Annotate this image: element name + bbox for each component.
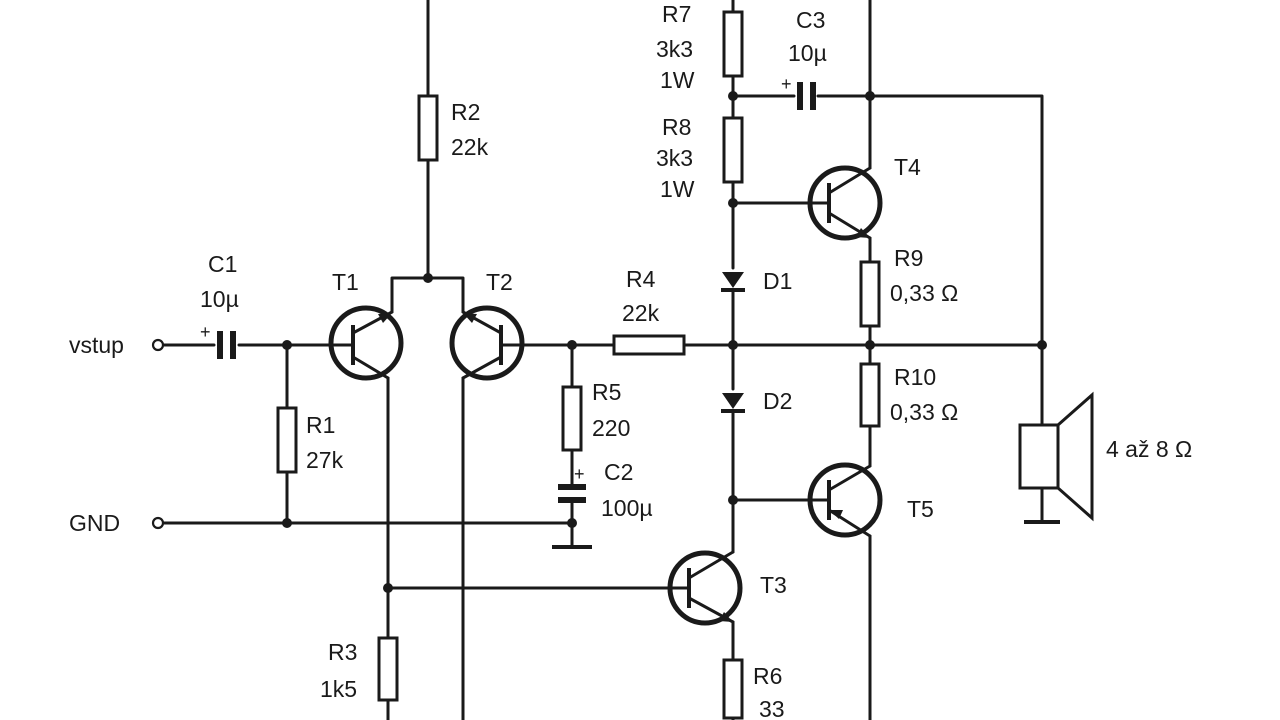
resistor-r3	[377, 636, 399, 702]
r5-value: 220	[592, 415, 630, 441]
resistor-r7	[722, 10, 744, 78]
d1-name: D1	[763, 268, 792, 294]
ground-label: GND	[69, 510, 120, 536]
r3-name: R3	[328, 639, 357, 665]
r8-value: 3k3	[656, 145, 693, 171]
r2-name: R2	[451, 99, 480, 125]
r3-value: 1k5	[320, 676, 357, 702]
capacitor-c1	[217, 331, 236, 359]
t2-name: T2	[486, 269, 513, 295]
c1-value: 10µ	[200, 286, 239, 312]
resistor-r9	[859, 260, 881, 328]
wiring	[161, 0, 1060, 720]
transistor-t4	[807, 165, 883, 241]
input-terminal	[151, 338, 165, 352]
junction-nodes	[282, 91, 1047, 593]
r6-name: R6	[753, 663, 782, 689]
resistor-r8	[722, 116, 744, 184]
r5-name: R5	[592, 379, 621, 405]
r7-name: R7	[662, 1, 691, 27]
c2-name: C2	[604, 459, 633, 485]
speaker-icon	[1018, 391, 1094, 522]
input-label: vstup	[69, 332, 124, 358]
diode-d2	[721, 393, 745, 413]
r4-name: R4	[626, 266, 656, 292]
resistor-r5	[561, 385, 583, 452]
resistor-r6	[722, 658, 744, 720]
resistor-r4	[612, 334, 686, 356]
r1-name: R1	[306, 412, 335, 438]
r10-name: R10	[894, 364, 936, 390]
r8-power: 1W	[660, 176, 695, 202]
resistor-r2	[417, 94, 439, 162]
t5-name: T5	[907, 496, 934, 522]
r6-value: 33	[759, 696, 785, 720]
d2-name: D2	[763, 388, 792, 414]
resistor-r10	[859, 362, 881, 428]
r1-value: 27k	[306, 447, 344, 473]
resistor-r1	[276, 406, 298, 474]
r9-name: R9	[894, 245, 923, 271]
transistor-t5	[807, 462, 883, 538]
speaker-impedance-label: 4 až 8 Ω	[1106, 436, 1192, 462]
c1-name: C1	[208, 251, 237, 277]
diode-d1	[721, 272, 745, 292]
c2-polarity-mark: +	[574, 464, 585, 484]
c3-polarity-mark: +	[781, 74, 792, 94]
c1-polarity-mark: +	[200, 322, 211, 342]
c3-name: C3	[796, 7, 825, 33]
r2-value: 22k	[451, 134, 489, 160]
c2-value: 100µ	[601, 495, 653, 521]
r4-value: 22k	[622, 300, 660, 326]
transistor-t1	[328, 305, 404, 381]
c3-value: 10µ	[788, 40, 827, 66]
capacitor-c2	[558, 484, 586, 503]
transistor-t3	[666, 550, 743, 626]
r10-value: 0,33 Ω	[890, 399, 958, 425]
ground-terminal	[151, 516, 165, 530]
r9-value: 0,33 Ω	[890, 280, 958, 306]
t1-name: T1	[332, 269, 359, 295]
r7-value: 3k3	[656, 36, 693, 62]
r7-power: 1W	[660, 67, 695, 93]
t3-name: T3	[760, 572, 787, 598]
t4-name: T4	[894, 154, 921, 180]
r8-name: R8	[662, 114, 691, 140]
capacitor-c3	[797, 82, 816, 110]
transistor-t2	[449, 305, 525, 381]
